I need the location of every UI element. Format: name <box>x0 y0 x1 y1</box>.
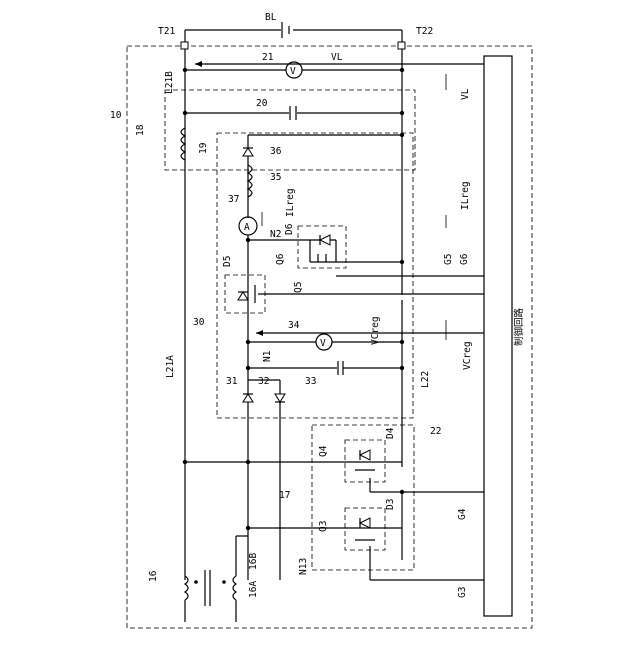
component-group-18 <box>165 90 415 170</box>
q3-block <box>345 508 385 550</box>
transformer-dot-b <box>222 580 226 584</box>
voltmeter-34-symbol: V <box>320 338 326 349</box>
g4-label: G4 <box>457 508 468 520</box>
d6-label: D6 <box>284 223 295 235</box>
ctrl-ilreg-label: ILreg <box>460 181 471 210</box>
junction-c33-right <box>400 366 404 370</box>
node-n13-label: N13 <box>298 558 309 575</box>
ref-30-label: 30 <box>193 317 205 328</box>
ref-22-label: 22 <box>430 426 441 437</box>
d5-label: D5 <box>222 256 233 267</box>
battery-label: BL <box>265 12 277 23</box>
diode-d5 <box>238 292 248 300</box>
junction-n1 <box>246 340 250 344</box>
ammeter-37-label: 37 <box>228 194 239 205</box>
diode-36-label: 36 <box>270 146 282 157</box>
ref-19-label: 19 <box>198 142 209 154</box>
ctrl-vcreg-label: VCreg <box>462 341 473 370</box>
ilreg-label: ILreg <box>285 188 296 217</box>
junction-inner-top <box>400 133 404 137</box>
terminal-t22 <box>398 42 405 49</box>
line-l21b-label: L21B <box>164 71 175 94</box>
junction-q4-mid <box>246 460 250 464</box>
transformer-dot-a <box>194 580 198 584</box>
diode-32 <box>275 394 285 402</box>
d3-label: D3 <box>385 499 396 510</box>
junction-vcreg-right <box>400 340 404 344</box>
junction-c20-right <box>400 111 404 115</box>
d4-label: D4 <box>385 427 396 439</box>
ref-10-label: 10 <box>110 110 122 121</box>
junction-c20-left <box>183 111 187 115</box>
ctrl-vl-label: VL <box>460 88 471 100</box>
diode-32-label: 32 <box>258 376 269 387</box>
terminal-t21 <box>181 42 188 49</box>
diode-31-label: 31 <box>226 376 238 387</box>
node-n1-label: N1 <box>262 350 273 362</box>
junction-q3-right <box>400 490 404 494</box>
q4-block <box>345 440 385 482</box>
junction-q3-left <box>246 526 250 530</box>
diode-d6 <box>320 235 330 245</box>
junction-vl-right <box>400 68 404 72</box>
ref-16b-label: 16B <box>248 553 259 570</box>
junction-q4-left <box>183 460 187 464</box>
transformer-16b-coil <box>233 576 236 600</box>
voltmeter-34-label: 34 <box>288 320 300 331</box>
ref-17-label: 17 <box>279 490 290 501</box>
voltmeter-21-label: 21 <box>262 52 274 63</box>
g6-label: G6 <box>459 253 470 265</box>
junction-vl-left <box>183 68 187 72</box>
control-circuit-box <box>484 56 512 616</box>
node-n2-label: N2 <box>270 229 281 240</box>
control-circuit-label: 制御回路 <box>513 307 525 346</box>
junction-q6-out <box>400 260 404 264</box>
junction-q6-in <box>246 238 250 242</box>
vcreg-label: VCreg <box>370 316 381 345</box>
q5-label: Q5 <box>293 282 304 293</box>
q6-label: Q6 <box>275 253 286 265</box>
q3-label: Q3 <box>318 521 329 532</box>
ammeter-symbol: A <box>244 222 250 233</box>
terminal-t22-label: T22 <box>416 26 433 37</box>
inductor-35-label: 35 <box>270 172 281 183</box>
ref-18-label: 18 <box>135 124 146 136</box>
g5-label: G5 <box>443 254 454 265</box>
vl-signal-arrow <box>195 61 202 67</box>
junction-c33-left <box>246 366 250 370</box>
line-l21a-label: L21A <box>165 355 176 378</box>
diode-d4 <box>360 450 370 460</box>
diode-36 <box>243 148 253 156</box>
ref-16-label: 16 <box>148 570 159 582</box>
q4-label: Q4 <box>318 445 329 457</box>
line-l22-label: L22 <box>420 371 431 388</box>
diode-d3 <box>360 518 370 528</box>
voltmeter-21-symbol: V <box>290 66 296 77</box>
g3-label: G3 <box>457 587 468 598</box>
diode-31 <box>243 394 253 402</box>
cap-33-label: 33 <box>305 376 316 387</box>
cap-20-label: 20 <box>256 98 268 109</box>
vcreg-signal-arrow <box>256 330 263 336</box>
ref-16a-label: 16A <box>248 581 259 598</box>
terminal-t21-label: T21 <box>158 26 175 37</box>
voltmeter-21-signal-label: VL <box>331 52 343 63</box>
